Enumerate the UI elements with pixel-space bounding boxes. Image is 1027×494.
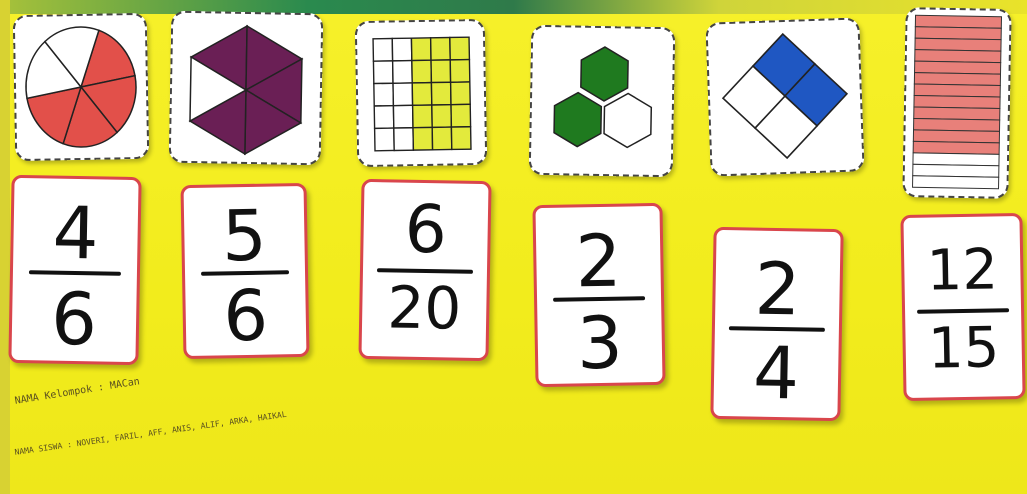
picture-card-three-hexagons (529, 25, 676, 177)
grid-cell (431, 60, 451, 83)
picture-card-bar (902, 7, 1011, 199)
grid-cell (451, 82, 471, 105)
grid-cell (374, 106, 394, 129)
grid-cell (450, 37, 470, 60)
bar-fraction-icon (904, 9, 1009, 197)
fraction-card-3: 6 20 (358, 179, 491, 361)
grid-cell (431, 82, 451, 105)
bar-strip (915, 50, 1001, 63)
bar-strip (915, 15, 1001, 28)
grid-cell (450, 60, 470, 83)
numerator: 4 (13, 196, 138, 270)
grid-cell (432, 105, 452, 128)
bar-strip (915, 61, 1001, 74)
bar-strip (913, 153, 999, 166)
grid-cell (373, 38, 393, 61)
grid-cell (394, 128, 414, 151)
picture-card-hexagon (169, 11, 324, 166)
grid-cell (374, 83, 394, 106)
bar-strip (914, 96, 1000, 109)
three-hexagons-fraction-icon (531, 27, 674, 175)
grid-cell (413, 127, 433, 150)
grid-cell (393, 83, 413, 106)
bar-strip (914, 73, 1000, 86)
grid-cell (393, 105, 413, 128)
fraction-card-5: 2 4 (710, 227, 843, 421)
grid-cell (373, 61, 393, 84)
picture-card-diamond (705, 17, 864, 176)
numerator: 2 (715, 252, 840, 326)
fraction-card-2: 5 6 (180, 183, 309, 359)
bar-strip (915, 27, 1001, 40)
fraction-bar (917, 308, 1009, 314)
bar-strip (913, 164, 999, 177)
bar-strip (914, 118, 1000, 131)
numerator: 2 (536, 224, 661, 298)
diamond-fraction-icon (707, 19, 862, 174)
fraction-card-4: 2 3 (532, 203, 665, 387)
grid-cell (375, 128, 395, 151)
bar-strip (914, 107, 1000, 120)
denominator: 3 (537, 306, 662, 380)
grid-cell (392, 38, 412, 61)
denominator: 20 (362, 278, 487, 338)
picture-card-circle (13, 13, 150, 161)
grid-cell (411, 38, 431, 61)
grid-cell (451, 104, 471, 127)
denominator: 15 (905, 320, 1022, 378)
hexagon-fraction-icon (171, 13, 322, 164)
grid-cell (432, 127, 452, 150)
hexagon-part (604, 93, 652, 148)
numerator: 5 (184, 200, 305, 272)
circle-fraction-icon (15, 15, 147, 159)
grid-cell (451, 127, 471, 150)
fraction-bar (29, 270, 121, 276)
numerator: 6 (363, 196, 488, 264)
grid-cell (412, 83, 432, 106)
grid-fraction-icon (357, 21, 485, 165)
grid-cell (413, 105, 433, 128)
bar-strip (913, 176, 999, 189)
bar-strip (913, 130, 999, 143)
grid-cell (431, 37, 451, 60)
grid-cell (412, 60, 432, 83)
fraction-card-1: 4 6 (8, 175, 141, 365)
bar-strip (915, 38, 1001, 51)
bar-strip (913, 141, 999, 154)
numerator: 12 (904, 242, 1021, 300)
hexagon-part (581, 47, 629, 102)
grid-cell (393, 61, 413, 84)
background-top-edge (0, 0, 1027, 14)
bar-strip (914, 84, 1000, 97)
poster-left-edge (0, 0, 10, 494)
denominator: 6 (12, 282, 137, 356)
denominator: 4 (714, 336, 839, 410)
hexagon-part (554, 92, 602, 147)
denominator: 6 (185, 280, 306, 352)
picture-card-grid (355, 19, 488, 167)
fraction-card-6: 12 15 (900, 213, 1025, 401)
